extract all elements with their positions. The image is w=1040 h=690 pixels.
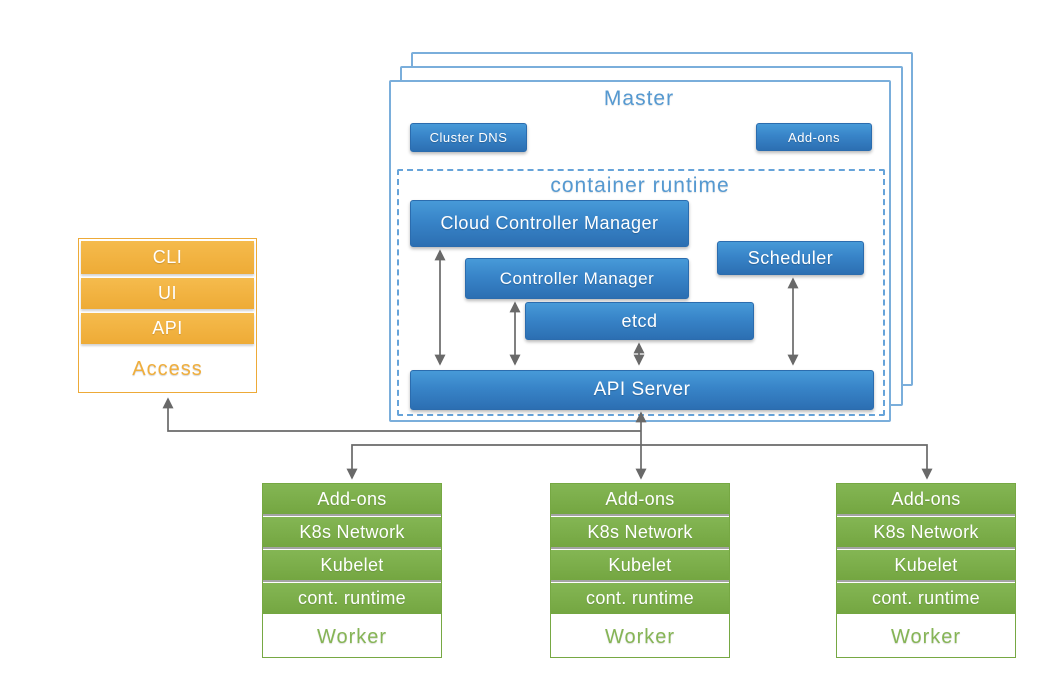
- worker1-layer-addons: Add-ons: [263, 484, 441, 514]
- worker1-title: Worker: [316, 625, 388, 648]
- access-layer-api: API: [81, 313, 254, 344]
- access-layer-ui: UI: [81, 278, 254, 309]
- worker1-layer-cont-runtime: cont. runtime: [263, 583, 441, 614]
- access-layer-cli: CLI: [81, 241, 254, 274]
- worker3-title: Worker: [890, 625, 962, 648]
- controller-manager-box: Controller Manager: [465, 258, 689, 299]
- worker-node-1-box: Add-ons K8s Network Kubelet cont. runtim…: [262, 483, 442, 658]
- worker3-layer-k8s-network: K8s Network: [837, 517, 1015, 547]
- master-addons-box: Add-ons: [756, 123, 872, 151]
- worker2-layer-addons: Add-ons: [551, 484, 729, 514]
- api-server-box: API Server: [410, 370, 874, 410]
- worker-node-3-box: Add-ons K8s Network Kubelet cont. runtim…: [836, 483, 1016, 658]
- access-title: Access: [132, 357, 203, 380]
- worker3-layer-addons: Add-ons: [837, 484, 1015, 514]
- access-node-box: CLI UI API Access: [78, 238, 257, 393]
- worker1-layer-k8s-network: K8s Network: [263, 517, 441, 547]
- cluster-dns-box: Cluster DNS: [410, 123, 527, 152]
- etcd-box: etcd: [525, 302, 754, 340]
- scheduler-box: Scheduler: [717, 241, 864, 275]
- worker-node-2-box: Add-ons K8s Network Kubelet cont. runtim…: [550, 483, 730, 658]
- worker1-layer-kubelet: Kubelet: [263, 550, 441, 580]
- cloud-controller-manager-box: Cloud Controller Manager: [410, 200, 689, 247]
- worker2-layer-cont-runtime: cont. runtime: [551, 583, 729, 614]
- worker3-layer-cont-runtime: cont. runtime: [837, 583, 1015, 614]
- worker2-layer-k8s-network: K8s Network: [551, 517, 729, 547]
- container-runtime-title: container runtime: [550, 174, 730, 197]
- master-title: Master: [603, 87, 675, 110]
- worker3-layer-kubelet: Kubelet: [837, 550, 1015, 580]
- worker2-layer-kubelet: Kubelet: [551, 550, 729, 580]
- worker2-title: Worker: [604, 625, 676, 648]
